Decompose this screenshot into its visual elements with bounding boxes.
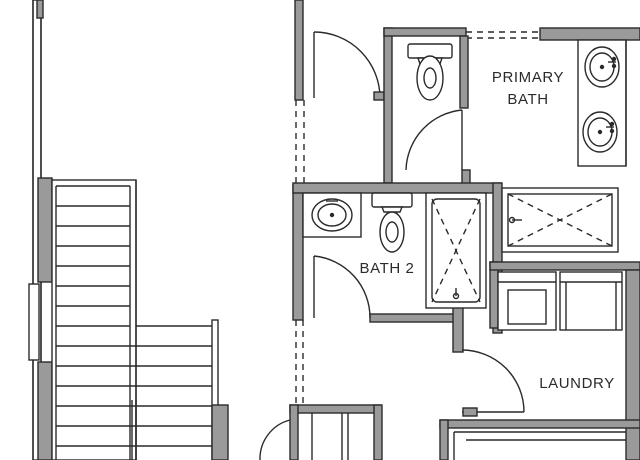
bathtub-icon bbox=[425, 192, 487, 309]
sink-icon bbox=[584, 46, 620, 88]
staircase bbox=[51, 179, 219, 460]
room-label-bath-2: BATH 2 bbox=[359, 260, 414, 277]
room-label-primary-bath-line1: PRIMARY bbox=[492, 69, 564, 86]
room-label-laundry: LAUNDRY bbox=[539, 375, 615, 392]
sink-icon bbox=[311, 198, 353, 232]
exterior-wall-left bbox=[28, 0, 53, 460]
bath2-toilet-icon bbox=[371, 192, 413, 253]
interior-walls bbox=[211, 0, 640, 460]
primary-shower-icon bbox=[501, 187, 619, 253]
dryer-icon bbox=[559, 271, 623, 331]
primary-toilet-icon bbox=[407, 43, 453, 101]
washer-icon bbox=[497, 271, 557, 331]
sink-icon bbox=[582, 111, 618, 153]
room-label-primary-bath-line2: BATH bbox=[507, 91, 548, 108]
